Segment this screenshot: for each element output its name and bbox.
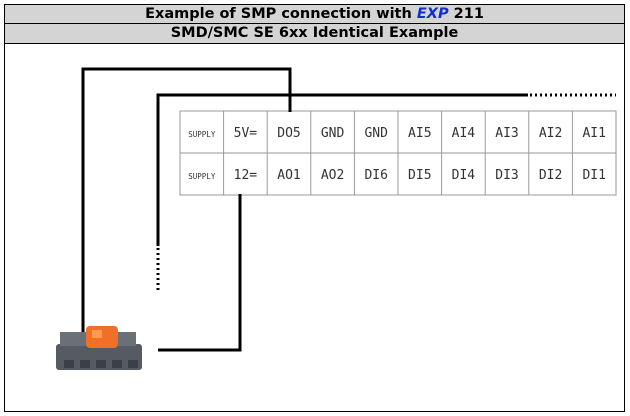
terminal-label: AI2: [539, 126, 562, 141]
diagram-title: Example of SMP connection with EXP 211: [5, 5, 624, 24]
connector-pin: [128, 360, 138, 368]
terminal-label: DI5: [408, 168, 431, 183]
connector-pin: [96, 360, 106, 368]
terminal-label: SUPPLY: [188, 172, 216, 181]
connector-pin: [112, 360, 122, 368]
terminal-label: SUPPLY: [188, 130, 216, 139]
terminal-label: DI2: [539, 168, 562, 183]
wire-bus-line: [156, 93, 528, 246]
title-prefix: Example of SMP connection with: [145, 6, 417, 22]
terminal-label: GND: [321, 126, 345, 141]
connector-left-latch: [60, 332, 86, 346]
connector-pin: [64, 360, 74, 368]
diagram-subtitle: SMD/SMC SE 6xx Identical Example: [5, 24, 624, 44]
terminal-label: DI3: [495, 168, 518, 183]
smp-connector: [56, 326, 142, 370]
connector-highlight: [92, 330, 102, 338]
terminal-label: 5V=: [234, 126, 258, 141]
title-highlight-exp: EXP: [416, 6, 449, 22]
terminal-label: 12=: [234, 168, 258, 183]
terminal-label: AO2: [321, 168, 344, 183]
diagram-frame: Example of SMP connection with EXP 211 S…: [4, 4, 625, 412]
terminal-label: GND: [364, 126, 388, 141]
terminal-label: DO5: [277, 126, 300, 141]
terminal-label: AO1: [277, 168, 300, 183]
connector-right-latch: [118, 332, 136, 346]
wire-12v-to-connector: [158, 194, 242, 352]
title-suffix: 211: [448, 6, 484, 22]
terminal-label: AI5: [408, 126, 431, 141]
terminal-label: AI3: [495, 126, 518, 141]
terminal-label: DI6: [364, 168, 387, 183]
connector-pin: [80, 360, 90, 368]
terminal-label: AI4: [452, 126, 476, 141]
wire-do5-to-connector: [81, 67, 292, 336]
terminal-label: DI4: [452, 168, 476, 183]
terminal-label: AI1: [582, 126, 605, 141]
terminal-label: DI1: [582, 168, 605, 183]
